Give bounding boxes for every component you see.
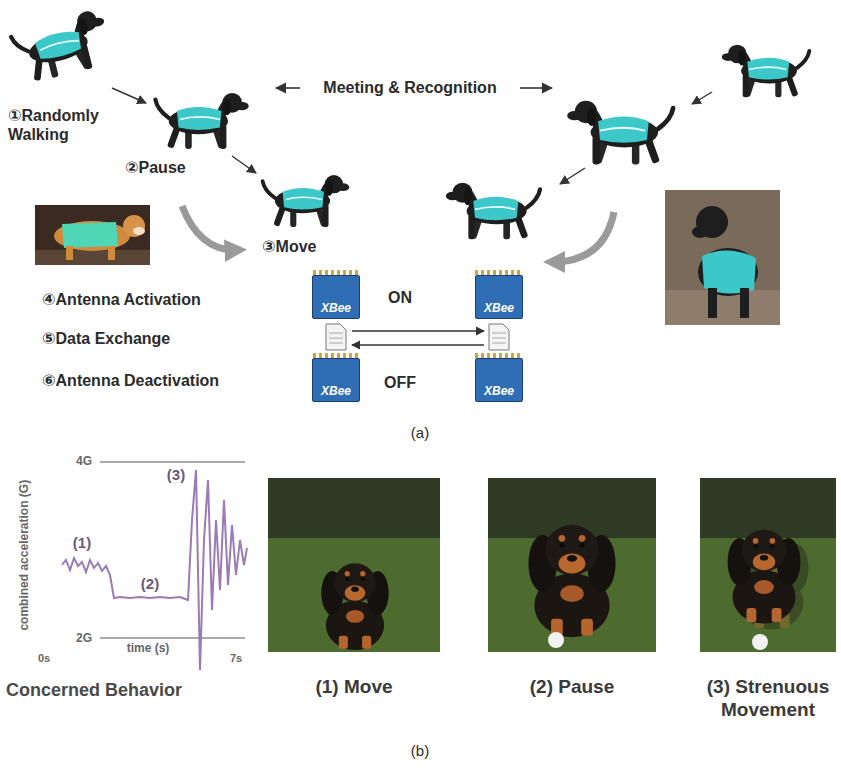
- xbee-chip: XBee: [312, 358, 360, 402]
- photo-caption: (2) Pause: [486, 676, 658, 699]
- step-label: ④Antenna Activation: [42, 290, 272, 309]
- chip-logo: XBee: [484, 302, 514, 315]
- chart-title: Concerned Behavior: [6, 680, 216, 702]
- axis-tick: 0s: [38, 652, 62, 665]
- axis-title: combined acceleration (G): [17, 470, 31, 640]
- xbee-chip: XBee: [475, 358, 523, 402]
- step-label: ①Randomly Walking: [8, 106, 126, 144]
- step-label: ⑥Antenna Deactivation: [42, 371, 282, 390]
- axis-title: time (s): [118, 641, 178, 655]
- chip-logo: XBee: [321, 302, 351, 315]
- step-label: ⑤Data Exchange: [42, 329, 272, 348]
- axis-tick: 2G: [76, 631, 100, 645]
- state-label: OFF: [378, 373, 422, 392]
- phase-number: (2): [135, 575, 165, 593]
- arrow-label: Meeting & Recognition: [305, 78, 515, 97]
- chip-logo: XBee: [321, 385, 351, 398]
- phase-number: (1): [67, 534, 97, 552]
- xbee-chip: XBee: [475, 275, 523, 319]
- axis-tick: 4G: [76, 454, 100, 468]
- photo-caption: (3) Strenuous Movement: [700, 676, 836, 722]
- photo-caption: (1) Move: [268, 676, 440, 699]
- axis-tick: 7s: [230, 652, 254, 665]
- panel-label: (a): [400, 424, 440, 442]
- chip-logo: XBee: [484, 385, 514, 398]
- xbee-chip: XBee: [312, 275, 360, 319]
- step-label: ②Pause: [125, 158, 215, 177]
- phase-number: (3): [162, 466, 190, 484]
- panel-label: (b): [400, 742, 440, 760]
- step-label: ③Move: [262, 237, 342, 256]
- state-label: ON: [378, 288, 422, 307]
